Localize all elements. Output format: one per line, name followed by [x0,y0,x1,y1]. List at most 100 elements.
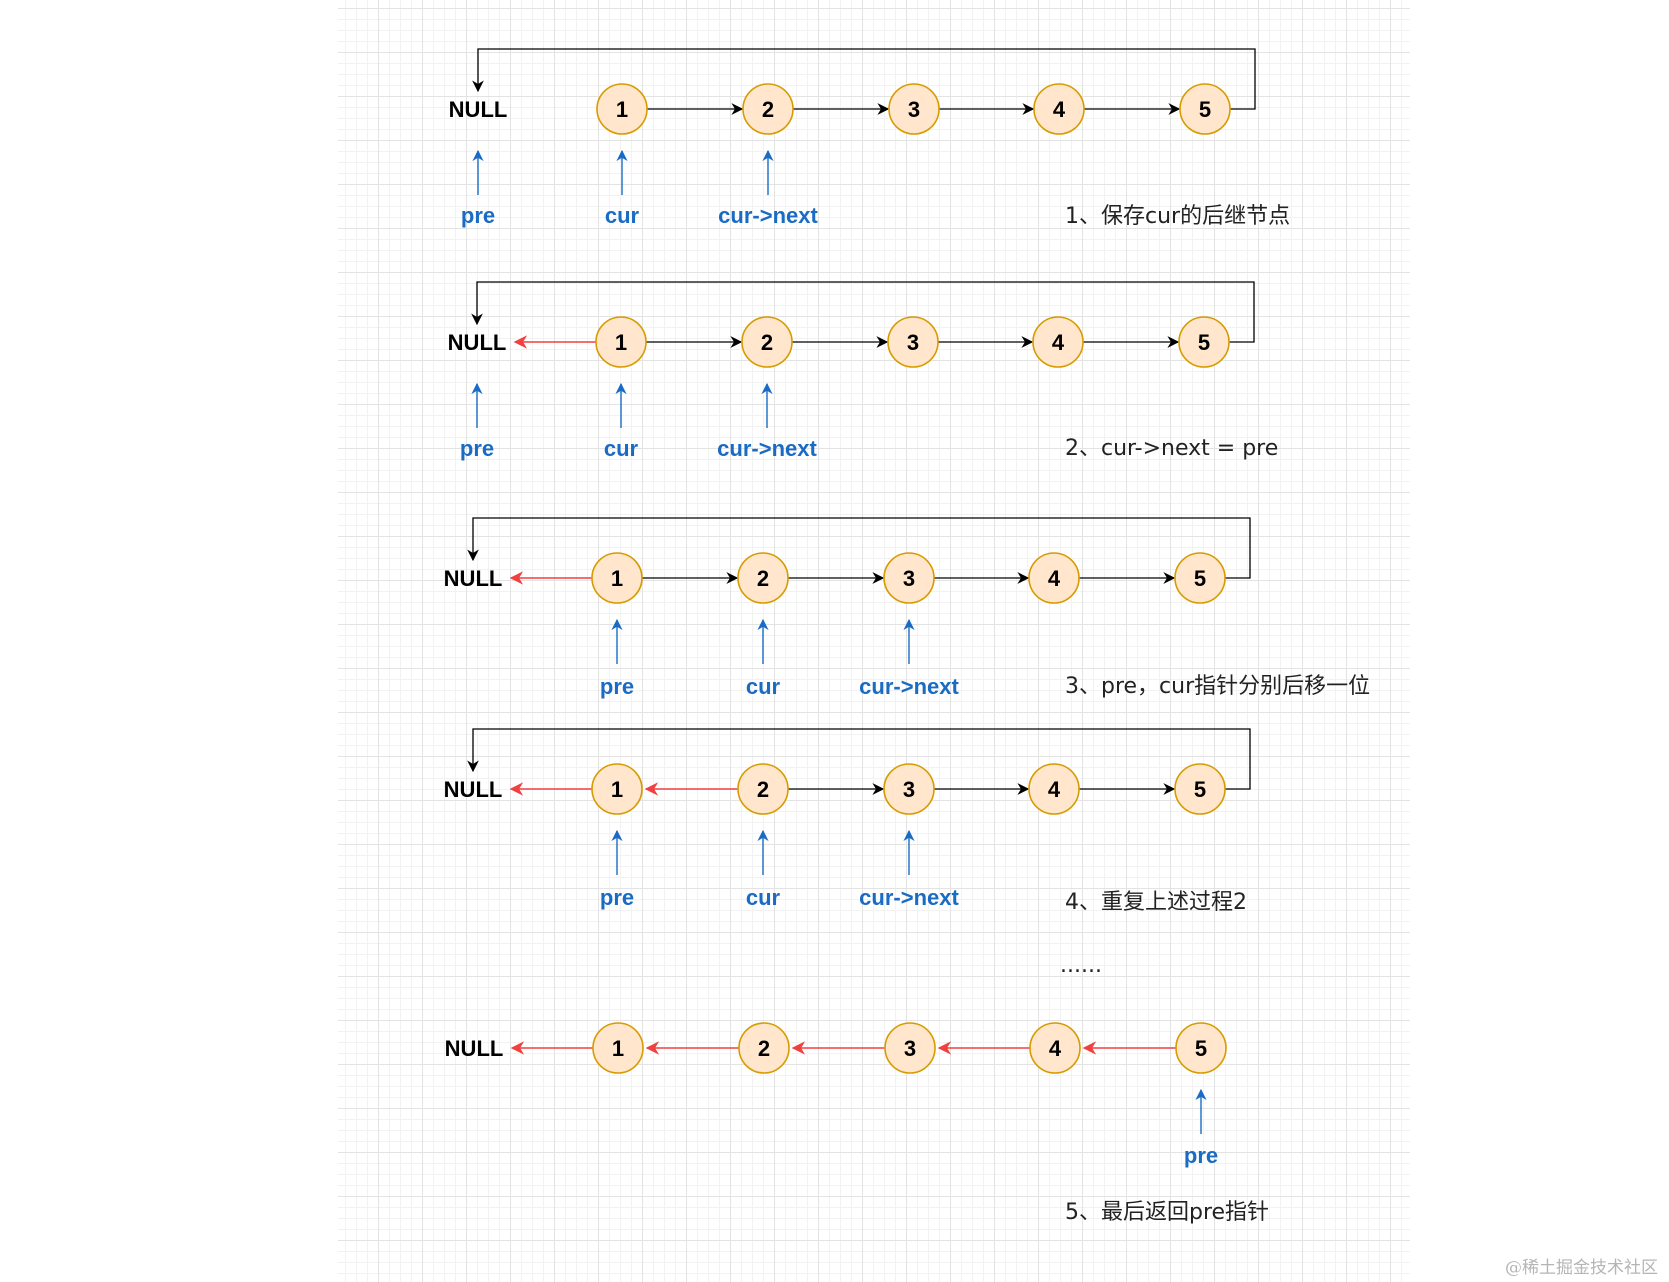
pointer-label: pre [600,674,634,699]
pointer-cur-next: cur->next [859,618,959,699]
step-caption: 4、重复上述过程2 [1065,890,1247,915]
watermark: @稀土掘金技术社区 [1505,1258,1658,1278]
loop-back-link [471,281,1255,343]
pointer-label: pre [600,885,634,910]
node-circle [1179,83,1231,135]
null-label: NULL [448,330,507,355]
null-label: NULL [444,777,503,802]
node-value: 2 [758,1036,770,1061]
list-node-2: 2 [737,763,789,815]
node-circle [888,83,940,135]
node-circle [591,763,643,815]
loop-back-link [472,48,1256,110]
node-circle [737,552,789,604]
loop-back-link [467,517,1251,579]
pointer-label: cur->next [859,885,959,910]
node-value: 5 [1194,777,1206,802]
pointer-label: cur->next [859,674,959,699]
pointer-pre: pre [600,618,634,699]
pointer-label: cur [605,203,640,228]
node-value: 1 [616,97,628,122]
list-node-4: 4 [1029,1022,1081,1074]
list-node-2: 2 [741,316,793,368]
ellipsis-text: ...... [1060,953,1102,978]
pointer-label: pre [1184,1143,1218,1168]
step-caption: 2、cur->next = pre [1065,436,1278,461]
list-node-3: 3 [888,83,940,135]
node-circle [595,316,647,368]
node-circle [1032,316,1084,368]
list-node-3: 3 [884,1022,936,1074]
list-node-5: 5 [1175,1022,1227,1074]
pointer-pre: pre [460,382,494,461]
node-value: 2 [757,566,769,591]
node-value: 3 [907,330,919,355]
node-value: 3 [908,97,920,122]
pointer-cur: cur [746,618,781,699]
node-circle [738,1022,790,1074]
step-caption: 3、pre，cur指针分别后移一位 [1065,674,1370,699]
pointer-cur-next: cur->next [718,149,818,228]
list-node-2: 2 [738,1022,790,1074]
list-node-3: 3 [887,316,939,368]
pointer-label: cur->next [718,203,818,228]
loop-back-link [467,728,1251,790]
node-value: 3 [903,566,915,591]
pointer-cur-next: cur->next [859,829,959,910]
step-caption: 5、最后返回pre指针 [1065,1200,1269,1225]
node-circle [1028,552,1080,604]
list-node-4: 4 [1033,83,1085,135]
list-node-1: 1 [591,552,643,604]
node-circle [1174,763,1226,815]
pointer-cur: cur [605,149,640,228]
list-node-5: 5 [1179,83,1231,135]
pointer-label: cur->next [717,436,817,461]
pointer-label: cur [746,674,781,699]
node-value: 1 [612,1036,624,1061]
list-node-3: 3 [883,763,935,815]
null-label: NULL [445,1036,504,1061]
node-value: 4 [1049,1036,1062,1061]
list-node-1: 1 [591,763,643,815]
list-node-5: 5 [1174,763,1226,815]
node-circle [1178,316,1230,368]
node-value: 5 [1199,97,1211,122]
node-value: 4 [1052,330,1065,355]
pointer-cur: cur [746,829,781,910]
null-label: NULL [449,97,508,122]
node-circle [592,1022,644,1074]
node-circle [883,763,935,815]
node-circle [1033,83,1085,135]
step-row-1: NULL 1 2 3 4 5 pre cur cur->next 1、保存cur的后继节点 [449,48,1290,229]
node-circle [883,552,935,604]
step-caption: 1、保存cur的后继节点 [1065,204,1290,229]
null-label: NULL [444,566,503,591]
pointer-pre: pre [461,149,495,228]
node-value: 3 [903,777,915,802]
grid-background [338,0,1410,1282]
node-value: 1 [615,330,627,355]
node-circle [884,1022,936,1074]
pointer-cur-next: cur->next [717,382,817,461]
list-node-2: 2 [742,83,794,135]
pointer-pre: pre [600,829,634,910]
list-node-1: 1 [595,316,647,368]
node-circle [1028,763,1080,815]
node-value: 2 [762,97,774,122]
list-node-1: 1 [596,83,648,135]
pointer-label: pre [460,436,494,461]
list-node-4: 4 [1028,763,1080,815]
pointer-label: pre [461,203,495,228]
node-value: 2 [761,330,773,355]
node-circle [596,83,648,135]
list-node-2: 2 [737,552,789,604]
node-circle [742,83,794,135]
node-circle [741,316,793,368]
node-value: 4 [1048,566,1061,591]
list-node-1: 1 [592,1022,644,1074]
pointer-pre: pre [1184,1088,1218,1168]
